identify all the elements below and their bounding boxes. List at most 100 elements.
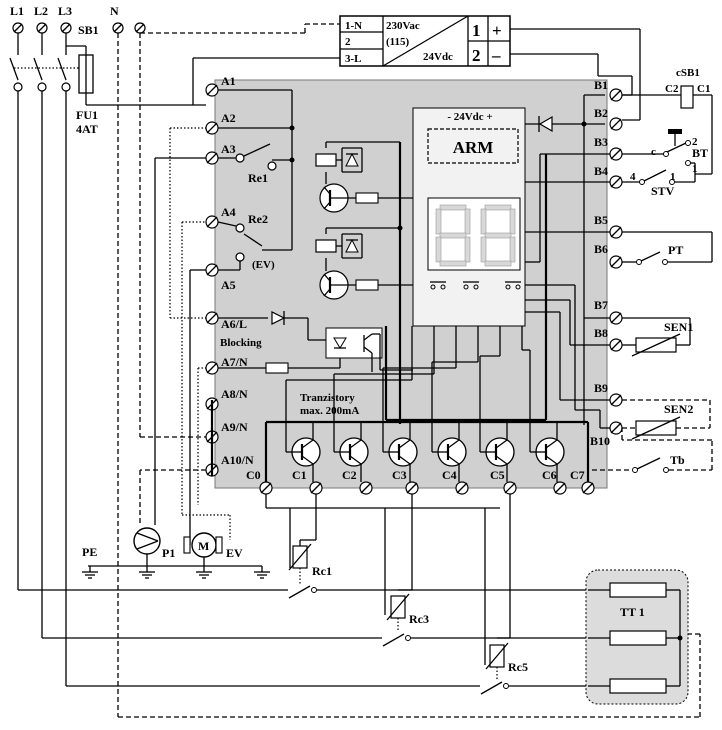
heater-tt1-label: TT 1 xyxy=(620,605,645,619)
blocking-label: Blocking xyxy=(220,337,262,349)
relay-re2-label: Re2 xyxy=(248,212,268,226)
pt-label: PT xyxy=(668,243,683,257)
term-b9: B9 xyxy=(594,381,608,395)
main-switch-sb1 xyxy=(9,33,80,686)
term-a6: A6/L xyxy=(221,317,247,331)
psu-out1: 1 xyxy=(472,21,481,40)
thermostat-bt xyxy=(622,129,695,166)
term-b6: B6 xyxy=(594,242,608,256)
psu-in2: 2 xyxy=(345,36,351,48)
output-transistor xyxy=(431,326,479,482)
seven-segment-display xyxy=(427,197,521,271)
contactor-coil-rc3 xyxy=(42,593,588,647)
sen1-label: SEN1 xyxy=(664,320,693,334)
psu-v-alt: (115) xyxy=(386,36,410,48)
transistor-note-1: Tranzistory xyxy=(300,392,355,404)
term-c5: C5 xyxy=(490,468,505,482)
term-a9: A9/N xyxy=(221,420,248,434)
tb-label: Tb xyxy=(670,453,685,467)
stv-1: 1 xyxy=(670,171,676,183)
contactor-wiring xyxy=(265,494,511,665)
term-c3: C3 xyxy=(392,468,407,482)
output-transistor xyxy=(333,326,435,482)
csb1-c1: C1 xyxy=(697,83,710,95)
term-b5: B5 xyxy=(594,213,608,227)
output-transistor-bus xyxy=(264,420,590,482)
fu1-label: FU1 xyxy=(76,108,98,122)
term-a1: A1 xyxy=(221,74,236,88)
l1-label: L1 xyxy=(10,4,24,18)
psu-v-in: 230Vac xyxy=(386,20,420,32)
arm-pushbuttons xyxy=(430,281,521,290)
term-b3: B3 xyxy=(594,135,608,149)
switch-stv xyxy=(622,163,696,185)
term-c7: C7 xyxy=(570,468,585,482)
psu-minus: – xyxy=(491,46,501,65)
n-label: N xyxy=(110,4,119,18)
heater-tt1 xyxy=(585,569,689,705)
term-b1: B1 xyxy=(594,78,608,92)
output-transistor xyxy=(382,326,457,482)
term-c0: C0 xyxy=(246,468,261,482)
contactor-coil-csb1 xyxy=(622,85,713,175)
rc3-label: Rc3 xyxy=(409,612,429,626)
l2-label: L2 xyxy=(34,4,48,18)
rc5-label: Rc5 xyxy=(508,660,528,674)
term-b4: B4 xyxy=(594,164,608,178)
psu-v-out: 24Vdc xyxy=(423,51,453,63)
sb1-label: SB1 xyxy=(78,23,99,37)
sensor-sen1 xyxy=(622,317,691,357)
neutral-wiring xyxy=(117,23,701,718)
motor-ev-label: EV xyxy=(226,546,243,560)
ev-tag: (EV) xyxy=(252,259,275,271)
arm-supply-label: - 24Vdc + xyxy=(447,111,492,123)
fu1-rating: 4AT xyxy=(76,122,98,136)
output-transistor xyxy=(521,326,565,482)
pe-label: PE xyxy=(82,545,97,559)
contactor-coil-rc1 xyxy=(18,540,588,599)
psu-plus: + xyxy=(492,21,502,40)
power-supply-unit xyxy=(339,15,511,67)
term-b7: B7 xyxy=(594,298,608,312)
bt-label: BT xyxy=(692,146,708,160)
term-b2: B2 xyxy=(594,106,608,120)
arm-label-box xyxy=(427,128,519,164)
term-a3: A3 xyxy=(221,142,236,156)
relay-driver-2 xyxy=(315,227,413,300)
supply-diode xyxy=(525,94,605,425)
term-a7: A7/N xyxy=(221,355,248,369)
sensor-sen2 xyxy=(622,399,711,440)
psu-in1: 1-N xyxy=(345,20,362,32)
output-transistor xyxy=(479,326,515,482)
transistor-note-2: max. 200mA xyxy=(300,405,359,417)
switch-pt xyxy=(622,231,713,265)
bt-c: c xyxy=(651,146,656,158)
arm-right-wiring xyxy=(384,153,610,429)
term-a10: A10/N xyxy=(221,453,254,467)
psu-out2: 2 xyxy=(472,46,481,65)
term-c2: C2 xyxy=(342,468,357,482)
relay-wiring xyxy=(217,89,295,271)
relay-driver-1 xyxy=(315,141,413,213)
controller-body xyxy=(214,79,608,489)
stv-label: STV xyxy=(651,184,675,198)
switch-tb xyxy=(592,428,713,473)
sen2-label: SEN2 xyxy=(664,402,693,416)
pump-motor-wiring xyxy=(139,127,231,545)
relay-re1-label: Re1 xyxy=(248,171,268,185)
motor-ev xyxy=(183,532,223,566)
pump-p1 xyxy=(133,527,161,566)
l3-label: L3 xyxy=(58,4,72,18)
term-a5: A5 xyxy=(221,278,236,292)
psu-output-wiring xyxy=(510,28,641,121)
motor-label: M xyxy=(198,539,209,553)
blocking-input xyxy=(218,311,413,374)
csb1-label: cSB1 xyxy=(676,67,700,79)
term-c1: C1 xyxy=(292,468,307,482)
right-terminal-strip xyxy=(609,88,623,435)
contactor-coil-rc5 xyxy=(66,642,588,695)
csb1-c2: C2 xyxy=(665,83,679,95)
rc1-label: Rc1 xyxy=(312,564,332,578)
pump-p1-label: P1 xyxy=(162,546,175,560)
stv-4: 4 xyxy=(630,171,636,183)
